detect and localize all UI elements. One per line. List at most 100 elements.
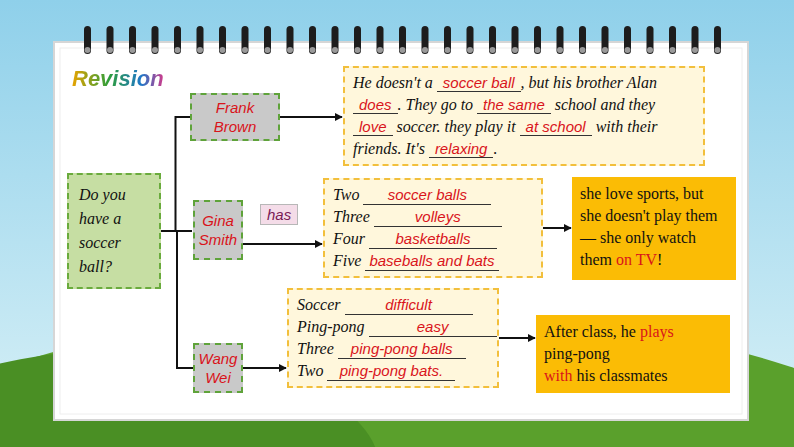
connector xyxy=(280,116,342,118)
spiral-ring xyxy=(467,26,474,54)
node-text: Three xyxy=(297,340,334,357)
spiral-ring xyxy=(512,26,519,54)
answer-text: the same xyxy=(477,96,551,114)
text-row: withhis classmates xyxy=(544,365,722,387)
node-text: his classmates xyxy=(576,367,667,384)
node-text: ping-pong xyxy=(544,345,610,362)
ring-hole xyxy=(647,47,653,53)
spiral-ring xyxy=(354,26,361,54)
answer-text: volleys xyxy=(374,207,502,227)
text-row: Soccerdifficult xyxy=(297,294,489,316)
answer-text: soccer balls xyxy=(363,185,491,205)
answer-text: easy xyxy=(369,317,497,337)
spiral-ring xyxy=(669,26,676,54)
text-row: ping-pong xyxy=(544,343,722,365)
spiral-ring xyxy=(129,26,136,54)
node-text: . They go to xyxy=(398,96,474,113)
ring-hole xyxy=(602,47,608,53)
node-text: Two xyxy=(297,362,323,379)
connector xyxy=(543,227,571,229)
node-text: soccer. they play it xyxy=(397,118,516,135)
spiral-ring xyxy=(287,26,294,54)
spiral-ring xyxy=(309,26,316,54)
ring-hole xyxy=(242,47,248,53)
answer-text: does xyxy=(353,96,398,114)
ring-hole xyxy=(692,47,698,53)
answer-text: baseballs and bats xyxy=(365,251,498,271)
connector xyxy=(499,337,535,339)
node-text: , but his brother Alan xyxy=(521,74,657,91)
spiral-ring xyxy=(264,26,271,54)
node-text: Three xyxy=(333,208,370,225)
node-text: Four xyxy=(333,230,365,247)
ring-hole xyxy=(265,47,271,53)
card-box: Twosoccer ballsThreevolleysFourbasketbal… xyxy=(323,178,543,278)
spiral-ring xyxy=(242,26,249,54)
ring-hole xyxy=(377,47,383,53)
ring-hole xyxy=(175,47,181,53)
node-text: Soccer xyxy=(297,296,341,313)
answer-text: ping-pong bats. xyxy=(327,361,455,381)
sum-box: After class, heplays ping-pong withhis cla… xyxy=(536,315,730,393)
node-text: Gina Smith xyxy=(198,211,238,249)
spiral-ring xyxy=(714,26,721,54)
ring-hole xyxy=(85,47,91,53)
has-box: has xyxy=(260,204,298,225)
text-row: After class, heplays xyxy=(544,321,722,343)
answer-text: difficult xyxy=(345,295,473,315)
ring-hole xyxy=(130,47,136,53)
sum-box: she love sports, but she doesn't play th… xyxy=(572,177,736,280)
slide-title: Revision xyxy=(72,66,164,92)
node-text: Do you have a soccer ball? xyxy=(79,183,153,279)
spiral-ring xyxy=(377,26,384,54)
ring-hole xyxy=(197,47,203,53)
answer-text: love xyxy=(353,118,393,136)
answer-text: ping-pong balls xyxy=(338,339,466,359)
spiral-ring xyxy=(332,26,339,54)
ring-hole xyxy=(670,47,676,53)
ring-hole xyxy=(152,47,158,53)
connector xyxy=(243,243,322,245)
ring-hole xyxy=(715,47,721,53)
spiral-ring xyxy=(647,26,654,54)
connector xyxy=(161,230,192,232)
name-box: Gina Smith xyxy=(193,200,243,260)
ring-hole xyxy=(490,47,496,53)
spiral-ring xyxy=(579,26,586,54)
spiral-ring xyxy=(444,26,451,54)
node-text: . xyxy=(493,140,497,157)
spiral-ring xyxy=(602,26,609,54)
text-row: Ping-pongeasy xyxy=(297,316,489,338)
node-text: Frank Brown xyxy=(195,98,275,136)
spiral-ring xyxy=(152,26,159,54)
ring-hole xyxy=(512,47,518,53)
spiral-ring xyxy=(197,26,204,54)
name-box: Wang Wei xyxy=(193,343,243,393)
node-text: Wang Wei xyxy=(198,349,238,387)
ring-hole xyxy=(467,47,473,53)
node-text: Two xyxy=(333,186,359,203)
card-box: He doesn't a soccer ball, but his brothe… xyxy=(343,66,705,166)
spiral-ring xyxy=(557,26,564,54)
node-text: ! xyxy=(657,251,662,268)
node-text: has xyxy=(267,206,291,223)
spiral-ring xyxy=(174,26,181,54)
ring-hole xyxy=(580,47,586,53)
ring-hole xyxy=(445,47,451,53)
text-row: Twoping-pong bats. xyxy=(297,360,489,382)
ring-hole xyxy=(355,47,361,53)
node-text: Five xyxy=(333,252,361,269)
page-edge xyxy=(60,48,742,414)
answer-text: at school xyxy=(520,118,592,136)
node-text: After class, he xyxy=(544,323,636,340)
answer-text: soccer ball xyxy=(437,74,521,92)
spiral-ring xyxy=(692,26,699,54)
spiral-ring xyxy=(84,26,91,54)
answer-text: on TV xyxy=(616,251,657,268)
answer-text: basketballs xyxy=(369,229,497,249)
text-row: Twosoccer balls xyxy=(333,184,533,206)
ring-hole xyxy=(220,47,226,53)
spiral-ring xyxy=(399,26,406,54)
spiral-rings xyxy=(84,26,721,54)
